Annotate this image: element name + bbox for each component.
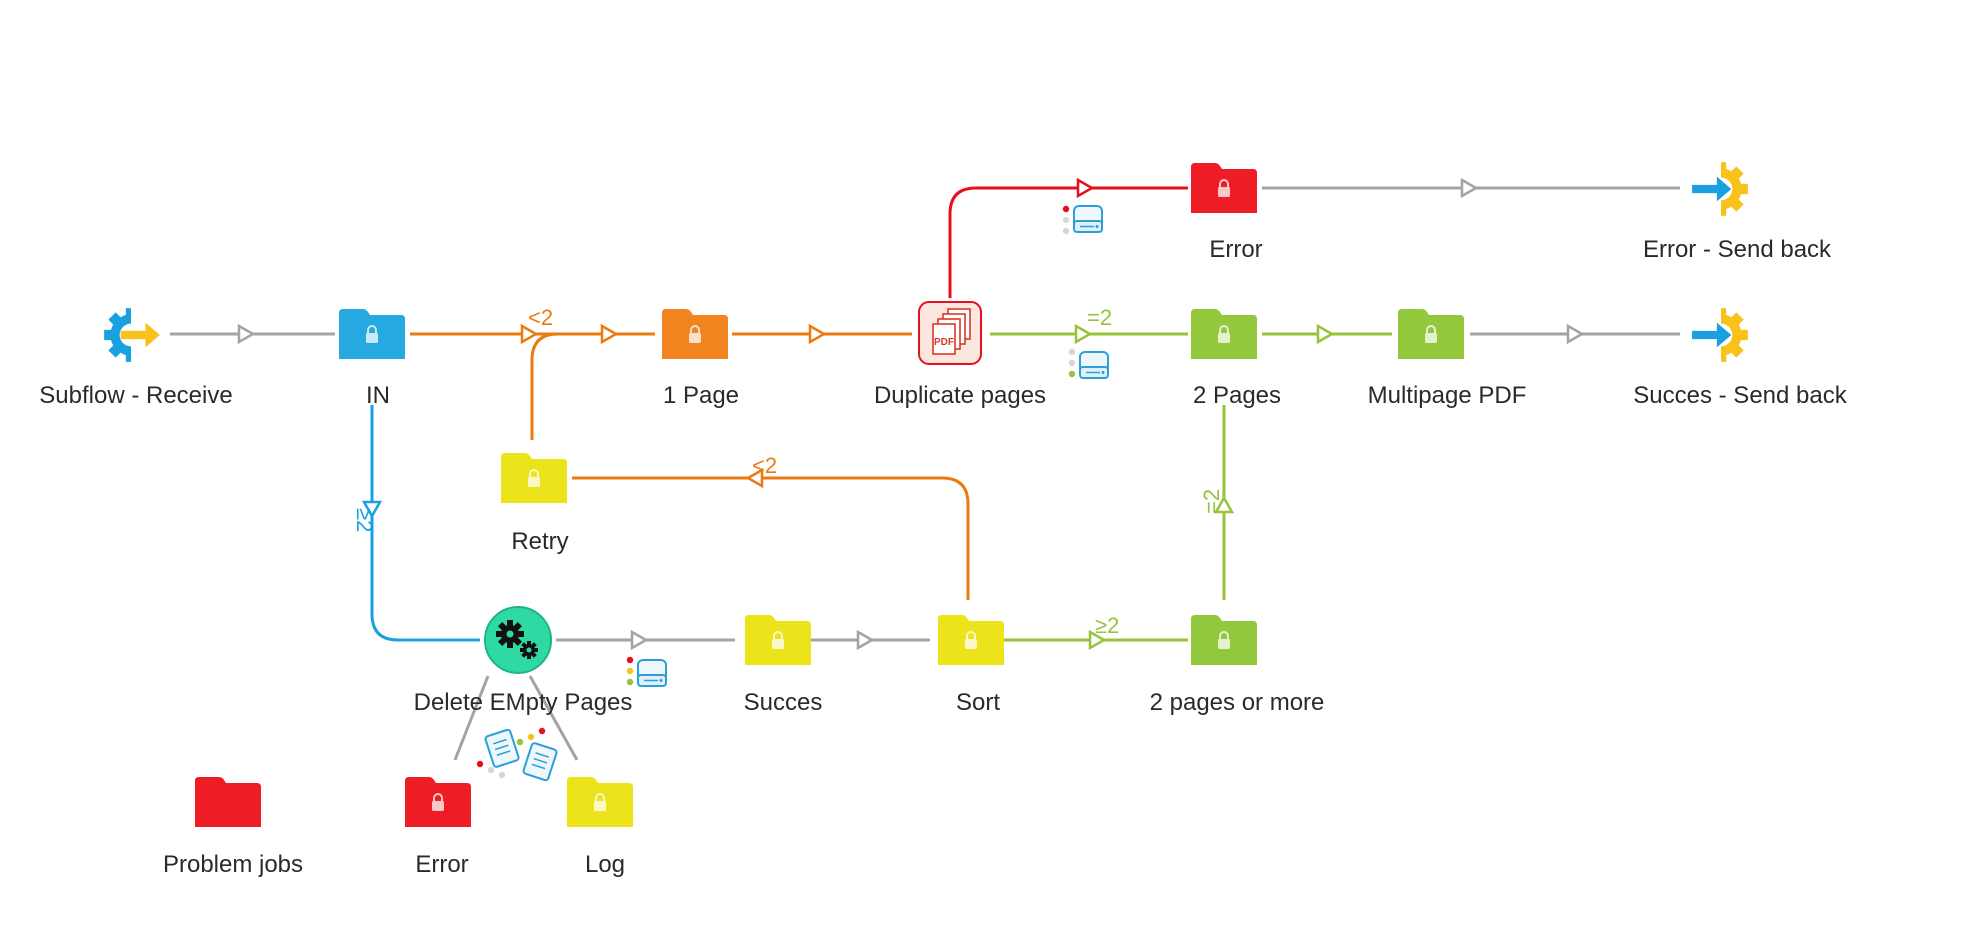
node-label-sort: Sort xyxy=(955,689,1001,716)
condition-label: =2 xyxy=(1087,305,1113,330)
node-label-log: Log xyxy=(584,851,626,878)
node-succes-send-back[interactable] xyxy=(1690,306,1748,364)
node-in[interactable] xyxy=(339,309,405,359)
arrowhead xyxy=(856,629,875,651)
node-multipage-pdf[interactable] xyxy=(1398,309,1464,359)
node-error-bottom[interactable] xyxy=(405,777,471,827)
conn-in-delete[interactable] xyxy=(370,405,480,642)
arrowhead xyxy=(1316,323,1335,345)
node-succes[interactable] xyxy=(745,615,811,665)
node-label-succes: Succes xyxy=(743,689,823,716)
status-dots xyxy=(1068,348,1076,378)
status-dots xyxy=(476,760,506,779)
gear-arrow-out-icon xyxy=(1690,160,1748,218)
condition-label: =2 xyxy=(1199,488,1224,514)
arrowhead xyxy=(237,323,256,345)
node-label-succes-send-back: Succes - Send back xyxy=(1633,382,1847,409)
hard-drive-icon xyxy=(1073,205,1103,233)
node-error-send-back[interactable] xyxy=(1690,160,1748,218)
conn-sort-retry[interactable] xyxy=(572,476,970,600)
node-1-page[interactable] xyxy=(662,309,728,359)
node-label-2-pages: 2 Pages xyxy=(1192,382,1282,409)
arrowhead xyxy=(520,323,539,345)
gear-arrow-in-icon xyxy=(104,306,162,364)
pdf-pages-icon xyxy=(918,301,982,365)
arrowhead xyxy=(1088,629,1107,651)
status-dots xyxy=(1062,205,1070,235)
node-label-duplicate-pages: Duplicate pages xyxy=(873,382,1047,409)
node-2-pages-or-more[interactable] xyxy=(1191,615,1257,665)
arrowhead xyxy=(808,323,827,345)
arrowhead xyxy=(1213,495,1235,514)
node-label-problem-jobs: Problem jobs xyxy=(162,851,304,878)
arrowhead xyxy=(745,467,764,489)
condition-label: <2 xyxy=(752,453,778,478)
node-log[interactable] xyxy=(567,777,633,827)
node-retry[interactable] xyxy=(501,453,567,503)
document-icon xyxy=(484,728,520,768)
condition-label: <2 xyxy=(528,305,554,330)
arrowhead xyxy=(630,629,649,651)
node-label-error-bottom: Error xyxy=(415,851,469,878)
arrowhead xyxy=(1074,323,1093,345)
arrowhead xyxy=(1566,323,1585,345)
arrowhead xyxy=(1076,177,1095,199)
status-dots xyxy=(626,656,634,686)
node-problem-jobs[interactable] xyxy=(195,777,261,827)
status-dots xyxy=(516,727,546,746)
folder-icon xyxy=(195,777,261,827)
node-2-pages[interactable] xyxy=(1191,309,1257,359)
node-label-1-page: 1 Page xyxy=(662,382,740,409)
node-sort[interactable] xyxy=(938,615,1004,665)
node-delete-empty-pages[interactable] xyxy=(484,606,552,674)
node-label-error-send-back: Error - Send back xyxy=(1642,236,1832,263)
node-label-multipage-pdf: Multipage PDF xyxy=(1367,382,1527,409)
hard-drive-icon xyxy=(1079,351,1109,379)
node-label-error-top: Error xyxy=(1209,236,1263,263)
gear-arrow-out-icon xyxy=(1690,306,1748,364)
node-label-retry: Retry xyxy=(511,528,569,555)
gears-icon xyxy=(484,606,552,674)
condition-label: ≥2 xyxy=(1095,613,1120,638)
node-label-2-pages-or-more: 2 pages or more xyxy=(1149,689,1325,716)
conn-delete-log[interactable] xyxy=(528,675,579,761)
arrowhead xyxy=(600,323,619,345)
hard-drive-icon xyxy=(637,659,667,687)
conn-delete-error[interactable] xyxy=(453,675,490,761)
node-error-top[interactable] xyxy=(1191,163,1257,213)
arrowhead xyxy=(1460,177,1479,199)
node-label-delete-empty-pages: Delete EMpty Pages xyxy=(413,689,633,716)
condition-label: ≥2 xyxy=(352,508,377,533)
node-label-subflow-receive: Subflow - Receive xyxy=(39,382,233,409)
arrowhead xyxy=(361,500,383,519)
conn-duplicate-error[interactable] xyxy=(948,186,1188,298)
document-icon xyxy=(522,742,558,782)
node-label-in: IN xyxy=(366,382,390,409)
conn-retry-1page[interactable] xyxy=(530,332,620,440)
node-duplicate-pages[interactable] xyxy=(918,301,982,365)
node-subflow-receive[interactable] xyxy=(104,306,162,364)
